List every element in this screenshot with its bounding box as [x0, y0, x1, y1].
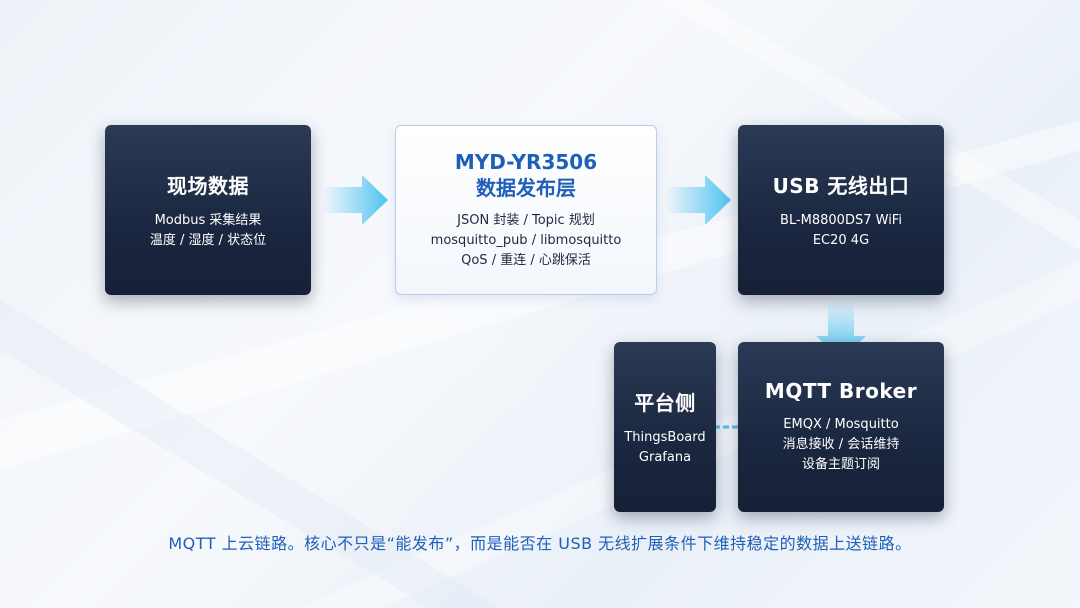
- field-data-line-1: Modbus 采集结果: [154, 212, 262, 228]
- platform-box: 平台侧 ThingsBoard Grafana: [614, 342, 716, 512]
- usb-wireless-box: USB 无线出口 BL-M8800DS7 WiFi EC20 4G: [738, 125, 944, 295]
- arrow-right-icon: [322, 175, 388, 225]
- publish-layer-line-2: mosquitto_pub / libmosquitto: [430, 233, 622, 248]
- mqtt-broker-line-2: 消息接收 / 会话维持: [782, 437, 900, 452]
- mqtt-broker-box: MQTT Broker EMQX / Mosquitto 消息接收 / 会话维持…: [738, 342, 944, 512]
- publish-layer-box: MYD-YR3506 数据发布层 JSON 封装 / Topic 规划 mosq…: [395, 125, 657, 295]
- platform-line-2: Grafana: [638, 449, 692, 465]
- mqtt-broker-line-1: EMQX / Mosquitto: [783, 417, 899, 432]
- publish-layer-line-1: JSON 封装 / Topic 规划: [457, 213, 595, 228]
- arrow-right-icon: [665, 175, 731, 225]
- field-data-line-2: 温度 / 湿度 / 状态位: [149, 232, 267, 248]
- field-data-title: 现场数据: [167, 173, 249, 198]
- usb-wireless-title: USB 无线出口: [772, 173, 910, 198]
- publish-layer-title-line-1: MYD-YR3506: [454, 150, 598, 174]
- mqtt-broker-line-3: 设备主题订阅: [801, 457, 880, 472]
- publish-layer-title-line-2: 数据发布层: [476, 176, 576, 200]
- connector-line: [714, 425, 740, 429]
- field-data-box: 现场数据 Modbus 采集结果 温度 / 湿度 / 状态位: [105, 125, 311, 295]
- usb-wireless-line-2: EC20 4G: [812, 232, 870, 248]
- usb-wireless-line-1: BL-M8800DS7 WiFi: [780, 212, 902, 228]
- platform-line-1: ThingsBoard: [624, 429, 706, 445]
- diagram-caption: MQTT 上云链路。核心不只是“能发布”，而是能否在 USB 无线扩展条件下维持…: [168, 534, 912, 553]
- publish-layer-line-3: QoS / 重连 / 心跳保活: [461, 253, 591, 268]
- mqtt-broker-title: MQTT Broker: [764, 379, 918, 403]
- platform-title: 平台侧: [634, 390, 696, 415]
